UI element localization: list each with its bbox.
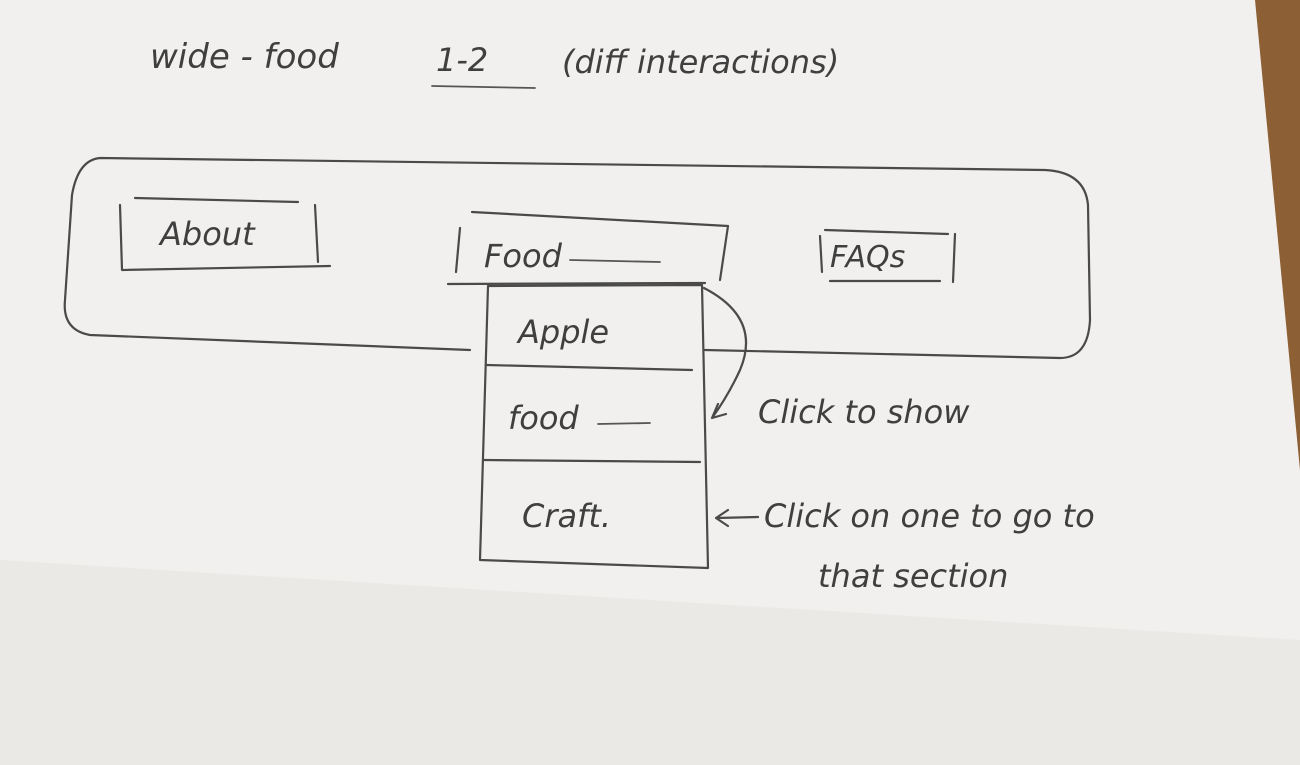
- version-underline: [431, 85, 536, 89]
- header-note: (diff interactions): [562, 43, 840, 81]
- food-item-dash: [597, 422, 651, 425]
- paper-shadow: [0, 560, 1300, 765]
- nav-about-button[interactable]: About: [160, 215, 255, 253]
- dropdown-divider-2: [482, 458, 702, 464]
- click-to-show-arrow: [702, 286, 748, 420]
- about-button-outline: [118, 196, 332, 272]
- dropdown-item-apple[interactable]: Apple: [518, 313, 610, 351]
- dropdown-item-craft[interactable]: Craft.: [522, 497, 612, 535]
- nav-faqs-button[interactable]: FAQs: [830, 240, 906, 275]
- dropdown-outline: [478, 283, 710, 570]
- dropdown-item-food[interactable]: food: [508, 399, 579, 437]
- food-button-outline: [446, 210, 730, 286]
- faqs-button-outline: [818, 228, 957, 284]
- food-dash: [569, 259, 661, 263]
- version-label: 1-2: [436, 41, 489, 79]
- navbar-outline: [63, 156, 1092, 360]
- that-section-note: that section: [818, 557, 1009, 595]
- sketch-title: wide - food: [150, 37, 339, 77]
- dropdown-divider-1: [484, 363, 694, 372]
- click-on-one-note: Click on one to go to: [764, 497, 1095, 535]
- click-to-show-note: Click to show: [758, 393, 970, 431]
- click-on-one-arrow: [714, 508, 760, 528]
- nav-food-button[interactable]: Food: [484, 237, 562, 275]
